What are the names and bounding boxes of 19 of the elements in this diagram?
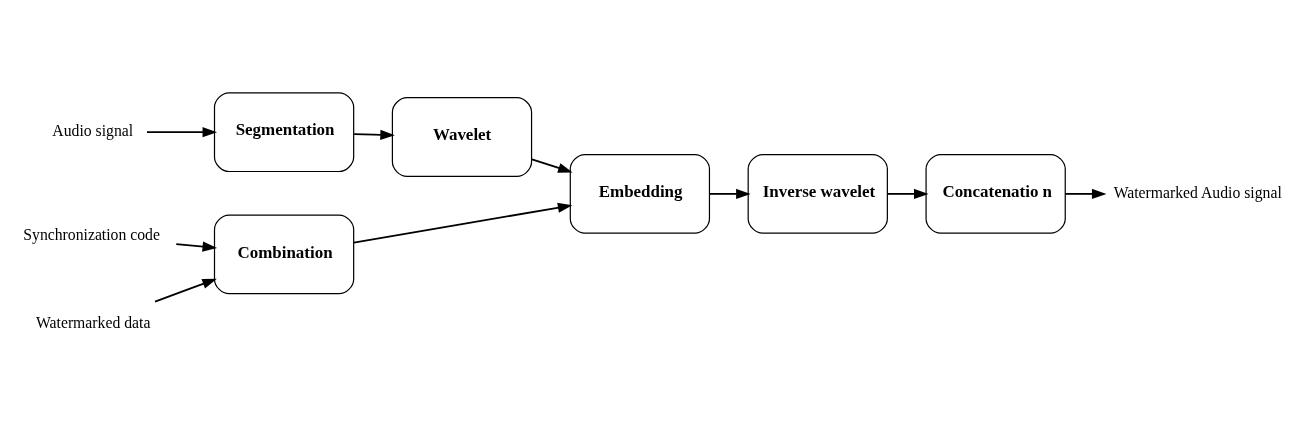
arrow (886, 188, 929, 199)
node-box: Segmentation (213, 91, 355, 172)
node-text: Watermarked data (36, 312, 151, 330)
arrow (352, 202, 573, 244)
node-text: Synchronization code (23, 225, 160, 243)
arrow (146, 126, 218, 137)
node-text: Watermarked Audio signal (1113, 183, 1282, 201)
arrow (531, 157, 573, 173)
arrow (353, 129, 395, 140)
node-box: Wavelet (391, 96, 533, 177)
node-box: Combination (213, 213, 355, 294)
node-box: Inverse wavelet (747, 153, 888, 234)
arrow (709, 188, 751, 199)
node-box: Embedding (569, 153, 711, 234)
arrow (1064, 188, 1107, 199)
node-box: Concatenatio n (925, 153, 1066, 234)
node-text: Audio signal (52, 121, 134, 139)
arrow (154, 278, 217, 302)
arrow (175, 241, 218, 252)
